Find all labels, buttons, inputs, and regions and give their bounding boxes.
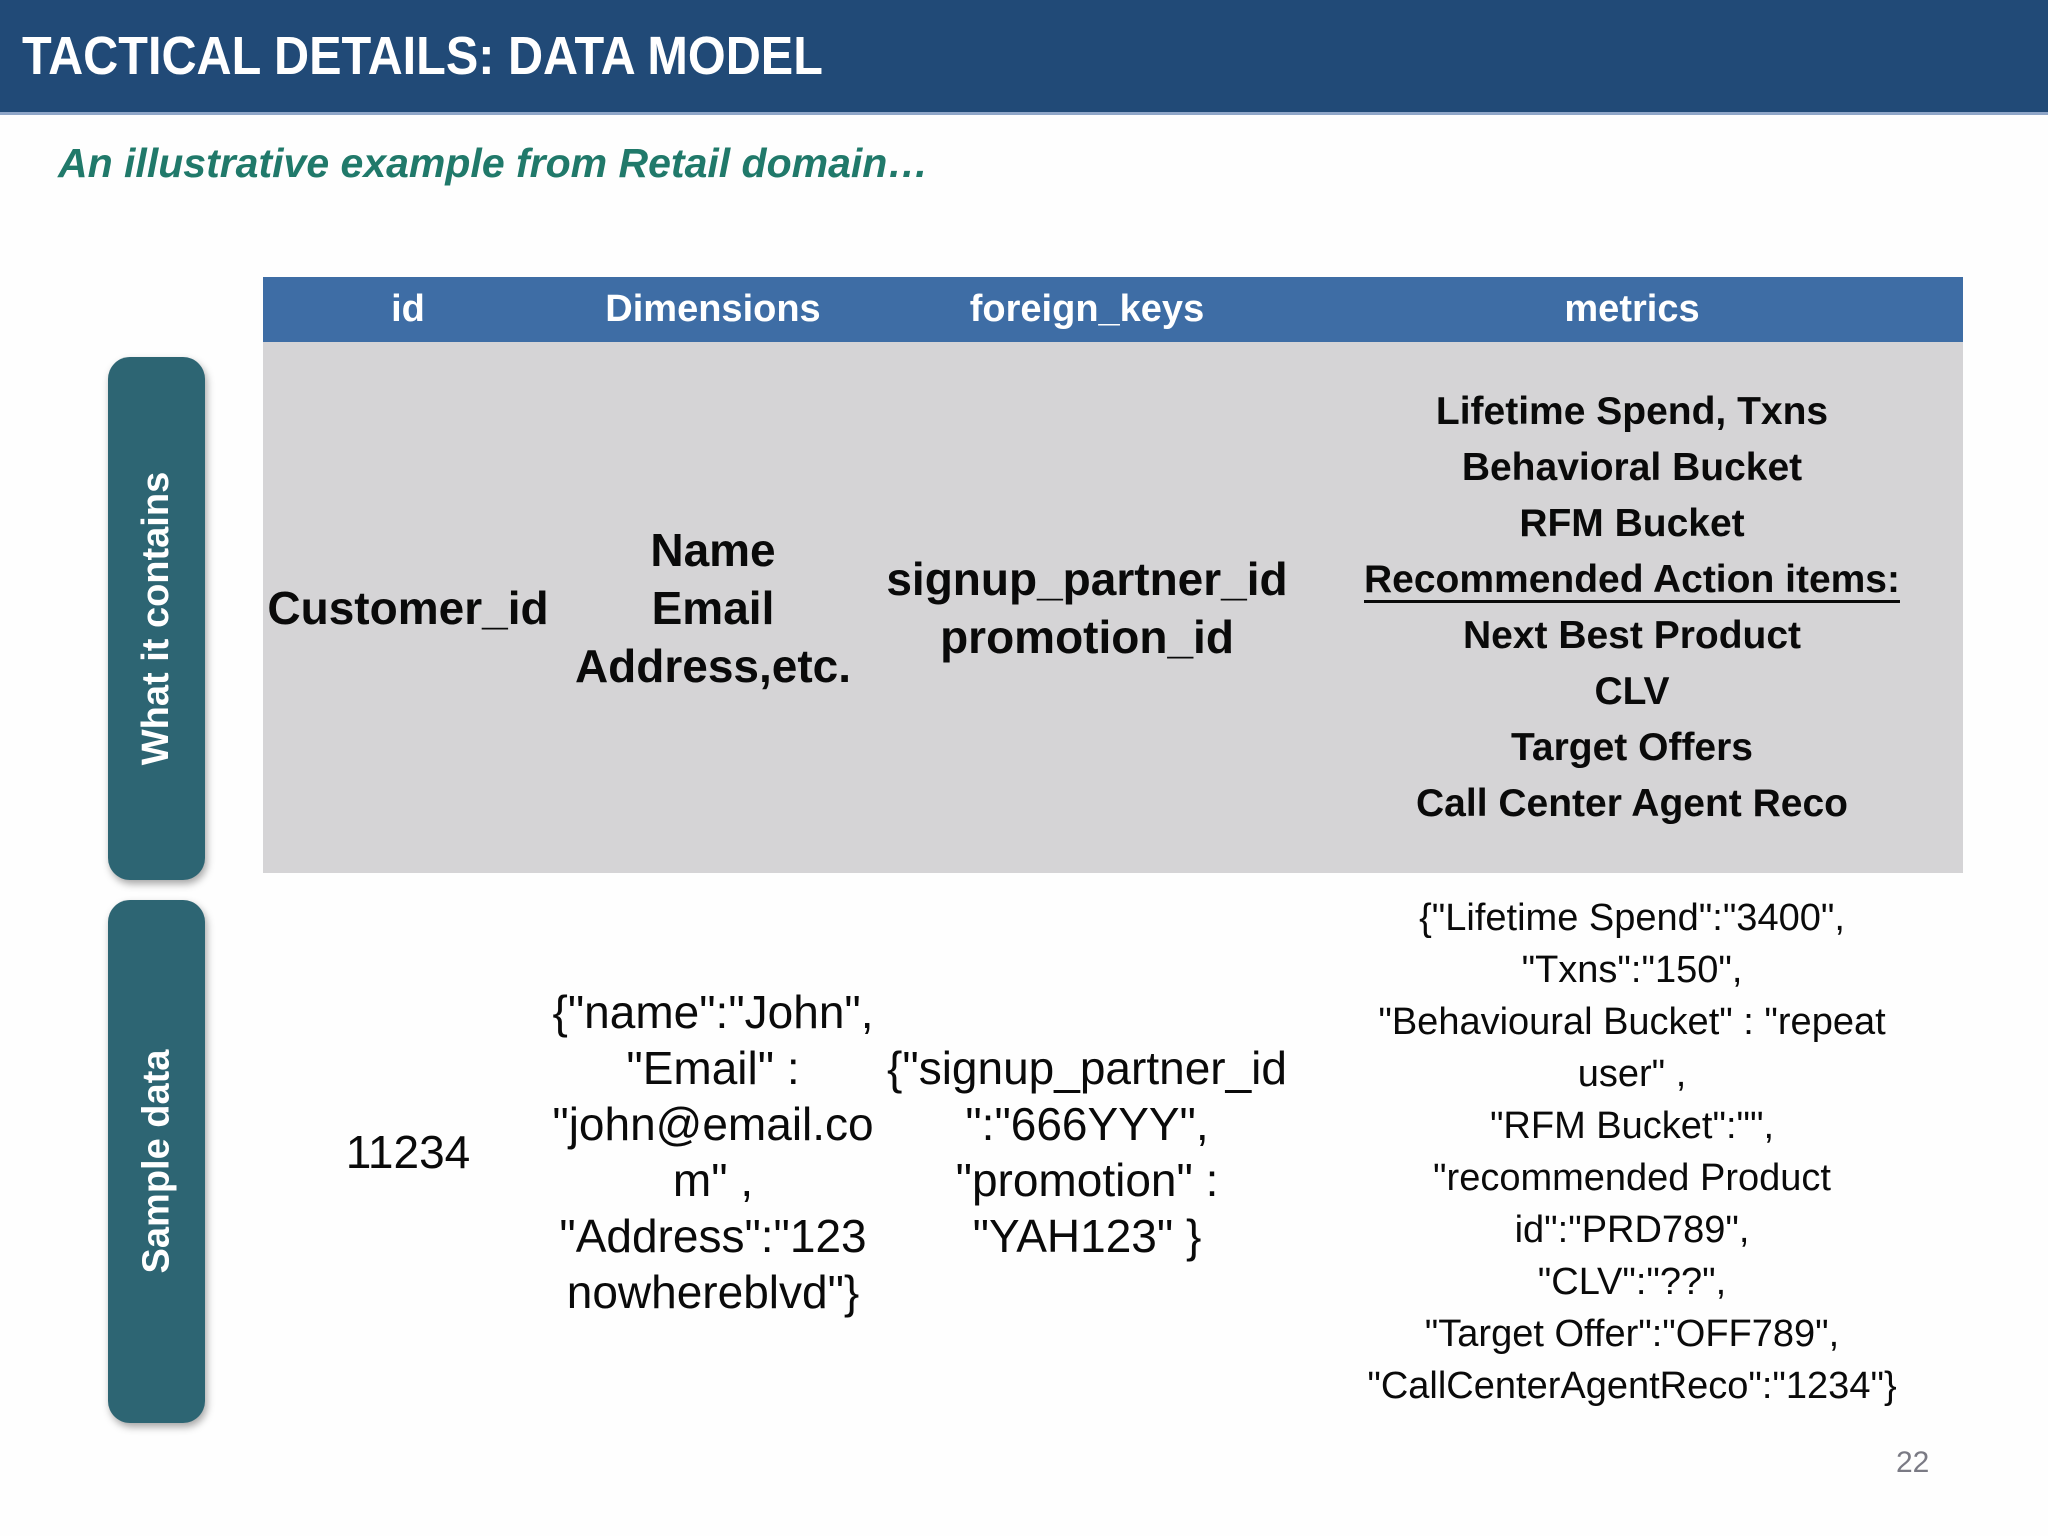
table-header-row: id Dimensions foreign_keys metrics bbox=[263, 277, 1963, 342]
metrics-list-bottom: Next Best Product CLV Target Offers Call… bbox=[1416, 613, 1848, 825]
header-cell-foreign-keys: foreign_keys bbox=[969, 288, 1205, 330]
sample-cell-id: 11234 bbox=[345, 1125, 471, 1178]
contains-cell-id: Customer_id bbox=[267, 581, 549, 634]
contains-cell-metrics: Lifetime Spend, Txns Behavioral Bucket R… bbox=[1301, 342, 1963, 873]
sample-cell-foreign-keys: {"signup_partner_id ":"666YYY", "promoti… bbox=[887, 1041, 1287, 1262]
sidebar-label-text: Sample data bbox=[135, 1049, 177, 1274]
table-row-sample-data: 11234 {"name":"John", "Email" : "john@em… bbox=[263, 873, 1963, 1430]
sample-cell-dimensions: {"name":"John", "Email" : "john@email.co… bbox=[552, 985, 874, 1318]
data-model-table: id Dimensions foreign_keys metrics Custo… bbox=[263, 277, 1963, 1430]
header-cell-dimensions: Dimensions bbox=[605, 288, 821, 330]
page-title: TACTICAL DETAILS: DATA MODEL bbox=[22, 26, 823, 86]
contains-cell-foreign-keys: signup_partner_id promotion_id bbox=[886, 552, 1288, 663]
subtitle: An illustrative example from Retail doma… bbox=[58, 140, 929, 186]
table-row-what-it-contains: Customer_id Name Email Address,etc. sign… bbox=[263, 342, 1963, 873]
sidebar-label-text: What it contains bbox=[135, 471, 178, 766]
metrics-underlined-line: Recommended Action items: bbox=[1364, 557, 1900, 601]
header-cell-metrics: metrics bbox=[1564, 288, 1700, 330]
contains-cell-dimensions: Name Email Address,etc. bbox=[574, 523, 852, 692]
page-number: 22 bbox=[1896, 1446, 1930, 1479]
sample-cell-metrics: {"Lifetime Spend":"3400", "Txns":"150", … bbox=[1367, 896, 1897, 1407]
sidebar-label-what-it-contains: What it contains bbox=[108, 357, 205, 880]
title-bar: TACTICAL DETAILS: DATA MODEL bbox=[0, 0, 2048, 115]
metrics-list-top: Lifetime Spend, Txns Behavioral Bucket R… bbox=[1435, 389, 1829, 545]
sidebar-label-sample-data: Sample data bbox=[108, 900, 205, 1423]
header-cell-id: id bbox=[391, 288, 425, 330]
